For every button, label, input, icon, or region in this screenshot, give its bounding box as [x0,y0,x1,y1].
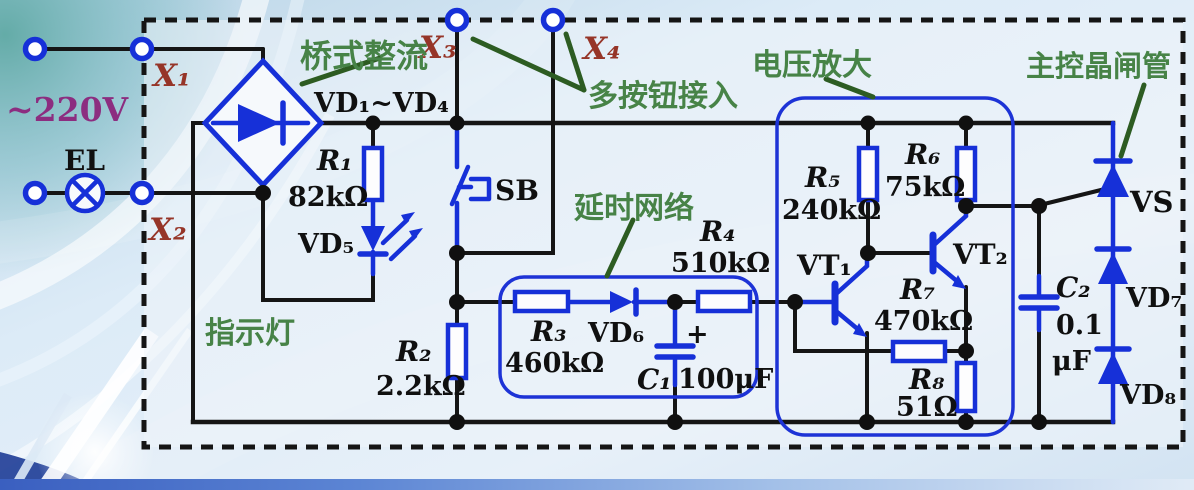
dashed-enclosure [141,17,1186,450]
diode-vd6 [610,287,639,317]
label-r1-name: R₁ [316,144,353,177]
diode-vd8 [1094,346,1132,384]
terminal-line-1 [22,36,48,62]
label-sb: SB [495,174,539,207]
capacitor-c1 [654,343,696,360]
label-vt1: VT₁ [796,249,852,282]
bridge-diode-icon [238,104,280,142]
label-c2-value: 0.1 [1056,310,1103,341]
label-vd7: VD₇ [1125,283,1182,314]
thyristor-vs [1093,158,1133,197]
voltage-label: ~220V [6,90,130,129]
terminal-x3-label: X₃ [417,30,457,66]
label-r7-name: R₇ [899,273,936,306]
bottom-bar [0,479,1194,490]
resistor-r2 [445,322,469,381]
resistor-r7 [890,339,948,364]
label-c1-value: 100μF [678,364,773,395]
label-r2-name: R₂ [395,335,432,368]
annotation-amplifier: 电压放大 [752,48,872,83]
label-vd8: VD₈ [1119,380,1176,411]
label-r4-name: R₄ [699,215,736,248]
terminal-x2 [129,180,155,206]
label-r5-name: R₅ [804,161,841,194]
annotation-indicator: 指示灯 [205,316,295,351]
resistor-r3 [512,289,571,314]
lamp-el [64,172,106,214]
label-bridge-diodes: VD₁~VD₄ [313,88,449,119]
diode-vd7 [1094,246,1132,284]
label-r8-name: R₈ [908,363,945,396]
terminal-line-2 [22,180,48,206]
label-r6-name: R₆ [904,138,941,171]
label-vd6: VD₆ [587,318,644,349]
terminal-x4 [540,7,566,33]
label-r8-value: 51Ω [896,392,958,423]
label-r2-value: 2.2kΩ [376,371,466,402]
terminal-x1-label: X₁ [151,58,191,94]
lamp-label: EL [64,144,105,177]
terminal-x4-label: X₄ [581,31,621,67]
annotation-bridge: 桥式整流 [300,37,428,75]
pushbutton-sb [449,164,492,207]
junction-dots [255,115,1047,430]
label-c2-name: C₂ [1056,271,1091,304]
label-r6-value: 75kΩ [885,172,965,203]
terminal-x1 [129,36,155,62]
label-c1-name: C₁ [637,363,672,396]
label-r4-value: 510kΩ [671,248,770,279]
annotation-pointers [299,31,1147,279]
label-c1-polarity: + [686,319,709,350]
annotation-thyristor: 主控晶闸管 [1026,49,1171,83]
amplifier-box [775,96,1015,437]
terminal-x3 [444,7,470,33]
label-r1-value: 82kΩ [288,182,368,213]
led-vd5 [357,212,423,262]
capacitor-c2 [1018,294,1060,311]
resistor-r5 [856,145,880,203]
label-vs: VS [1129,185,1173,219]
label-vt2: VT₂ [952,238,1008,271]
label-r3-name: R₃ [530,315,567,348]
resistor-r4 [695,289,753,314]
label-c2-unit: μF [1052,346,1091,377]
label-vd5: VD₅ [297,229,354,260]
thyristor-gate-wire [1038,187,1107,207]
terminal-x2-label: X₂ [147,212,187,248]
terminals [22,7,566,206]
resistor-r8 [954,360,978,414]
resistors [361,145,978,414]
delay-network-box [498,275,759,399]
annotation-multi-button: 多按钮接入 [588,79,738,114]
label-r3-value: 460kΩ [505,348,604,379]
annotation-delay: 延时网络 [573,191,694,226]
resistor-r1 [361,145,385,203]
label-r7-value: 470kΩ [874,306,973,337]
label-r5-value: 240kΩ [782,195,881,226]
